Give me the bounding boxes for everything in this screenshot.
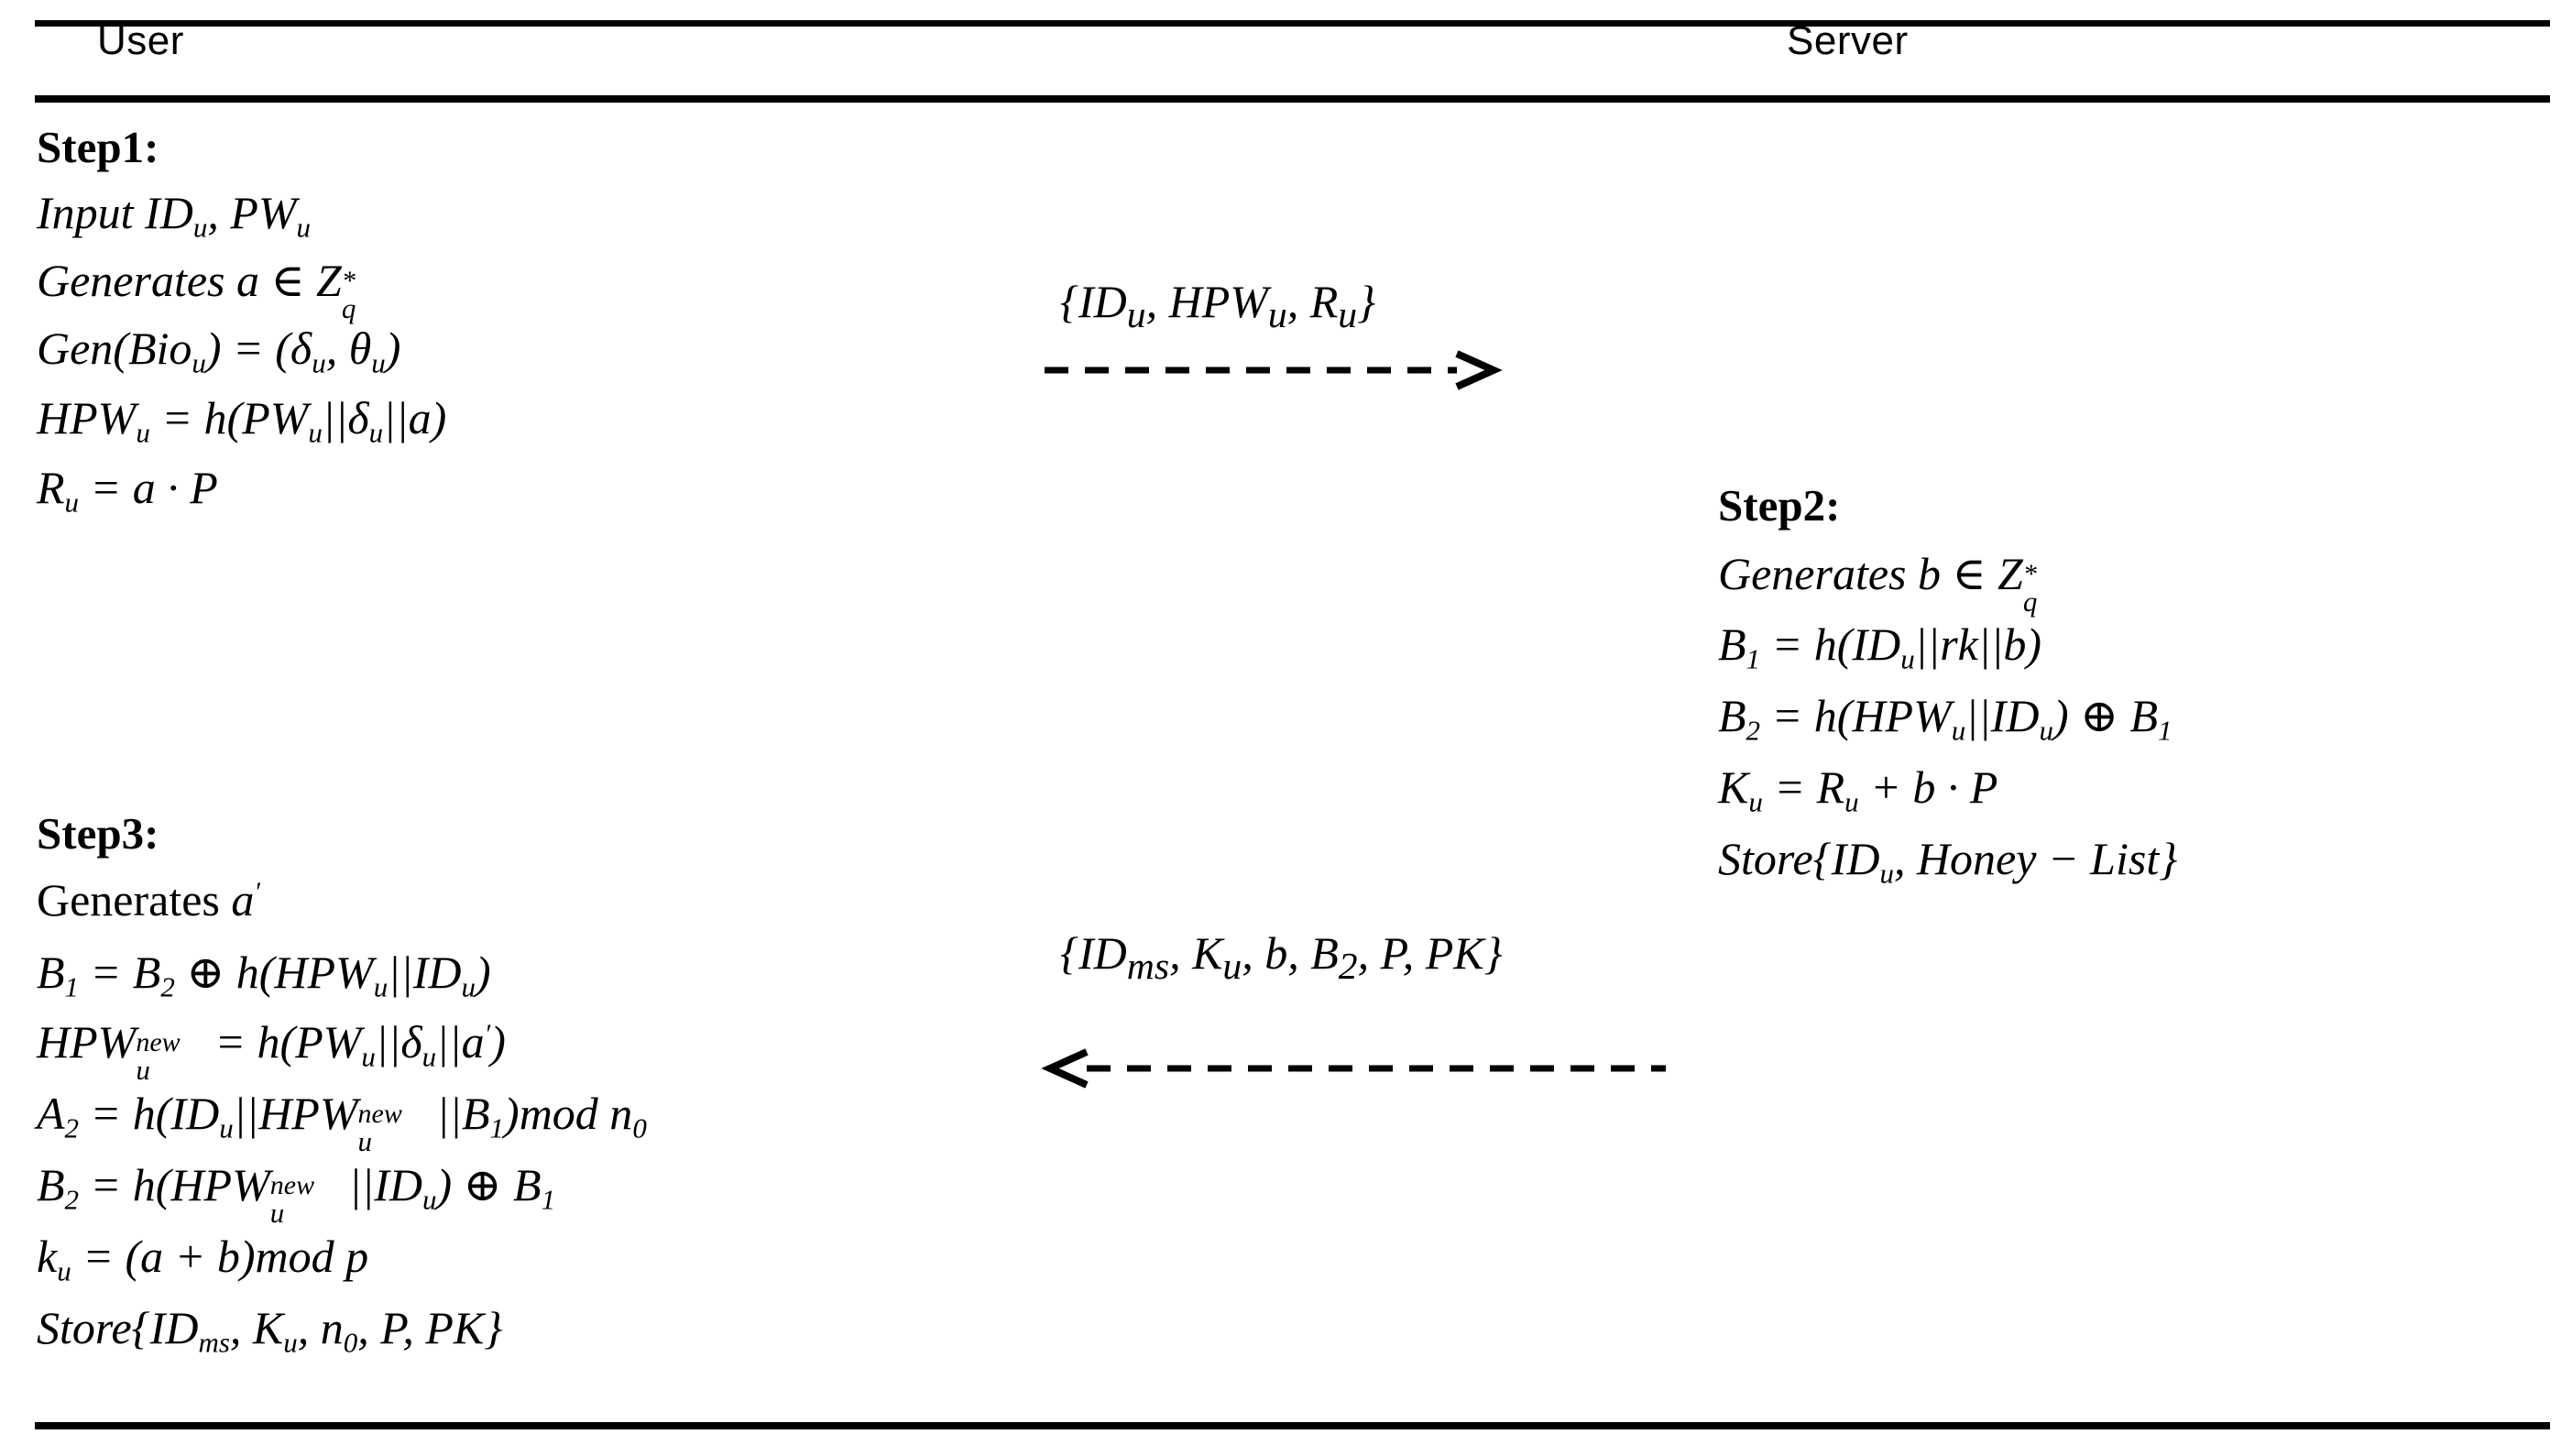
message-1-arrow-right <box>1043 350 1503 390</box>
server-step2-line-4: Ku = Ru + b · P <box>1718 761 1998 818</box>
column-header-server: Server <box>1787 18 1909 63</box>
server-step2-line-2: B1 = h(IDu||rk||b) <box>1718 619 2041 675</box>
user-step3-label: Step3: <box>37 808 159 859</box>
server-step2-line-5: Store{IDu, Honey − List} <box>1718 833 2178 890</box>
server-step2-label: Step2: <box>1718 480 1841 531</box>
user-step3-line-6: ku = (a + b)mod p <box>37 1231 369 1287</box>
user-step3-line-1: Generates a′ <box>37 874 260 925</box>
message-1-label: {IDu, HPWu, Ru} <box>1060 276 1376 336</box>
table-top-rule <box>35 20 2550 27</box>
user-step1-line-1: Input IDu, PWu <box>37 187 312 244</box>
server-step2-line-1: Generates b ∈ Z*q <box>1718 548 2038 619</box>
user-step1-line-3: Gen(Biou) = (δu, θu) <box>37 323 401 379</box>
user-step1-line-2: Generates a ∈ Z*q <box>37 255 356 325</box>
user-step1-line-5: Ru = a · P <box>37 462 218 519</box>
table-bottom-rule <box>35 1422 2550 1429</box>
user-step3-line-2: B1 = B2 ⊕ h(HPWu||IDu) <box>37 947 491 1003</box>
message-2-label: {IDms, Ku, b, B2, P, PK} <box>1060 927 1503 988</box>
server-step2-line-3: B2 = h(HPWu||IDu) ⊕ B1 <box>1718 690 2173 747</box>
column-header-user: User <box>97 18 184 63</box>
user-step1-label: Step1: <box>37 122 159 172</box>
user-step1-line-4: HPWu = h(PWu||δu||a) <box>37 392 447 449</box>
table-header-rule <box>35 95 2550 103</box>
message-2-arrow-left <box>1041 1048 1675 1089</box>
user-step3-line-7: Store{IDms, Ku, n0, P, PK} <box>37 1302 503 1359</box>
